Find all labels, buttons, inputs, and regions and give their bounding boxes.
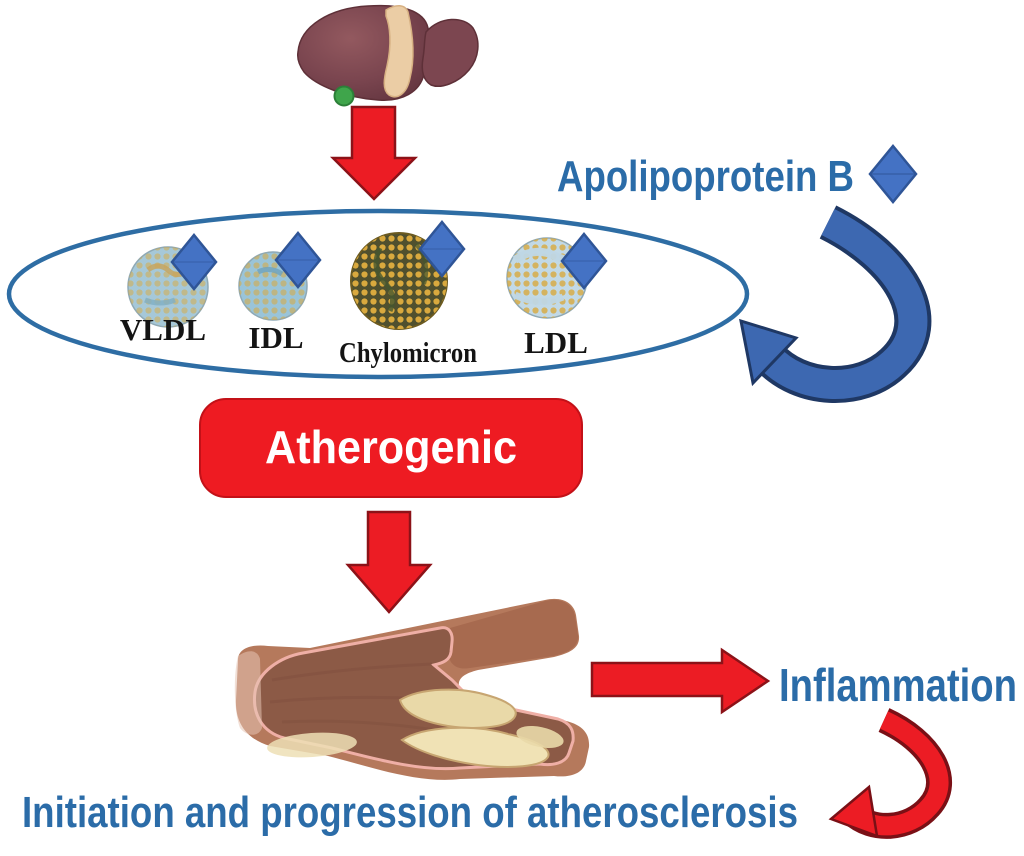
liver-icon bbox=[297, 4, 479, 107]
bottom-caption: Initiation and progression of atheroscle… bbox=[22, 788, 798, 837]
vldl-diamond-icon bbox=[170, 233, 218, 291]
vldl-label: VLDL bbox=[120, 312, 206, 347]
red-curved-arrow-icon bbox=[828, 708, 952, 839]
artery-plaque-lower bbox=[400, 726, 550, 768]
chylomicron-label: Chylomicron bbox=[339, 337, 477, 369]
artery-left-cap bbox=[234, 651, 262, 735]
artery-upper-branch bbox=[443, 599, 579, 669]
particle-chylomicron: Chylomicron bbox=[339, 220, 477, 369]
apolipoprotein-b-label: Apolipoprotein B bbox=[557, 152, 854, 201]
idl-diamond-icon bbox=[274, 231, 322, 289]
artery-plaque-upper bbox=[398, 688, 517, 729]
apob-diamond-icon bbox=[868, 144, 918, 204]
artery-plaque-left bbox=[267, 732, 357, 758]
artery-icon bbox=[234, 598, 590, 780]
liver-gallbladder bbox=[383, 5, 414, 98]
particle-idl: IDL bbox=[238, 231, 322, 355]
atherogenic-box: Atherogenic bbox=[199, 398, 583, 498]
liver-green-dot bbox=[333, 85, 355, 107]
blue-curved-arrow-icon bbox=[739, 205, 932, 403]
lipoprotein-ellipse bbox=[6, 208, 750, 380]
particle-ldl: LDL bbox=[506, 232, 608, 360]
idl-label: IDL bbox=[248, 320, 303, 355]
arrow-liver-to-lipoproteins-icon bbox=[329, 105, 419, 201]
arrow-atherogenic-to-artery-icon bbox=[345, 510, 433, 614]
ldl-diamond-icon bbox=[560, 232, 608, 290]
particle-vldl: VLDL bbox=[120, 233, 218, 347]
ldl-label: LDL bbox=[524, 325, 588, 360]
chylomicron-diamond-icon bbox=[418, 220, 466, 278]
atherogenic-label: Atherogenic bbox=[265, 421, 517, 473]
liver-right-lobe bbox=[421, 18, 479, 87]
arrow-artery-to-inflammation-icon bbox=[590, 647, 771, 715]
artery-plaque-right bbox=[516, 726, 564, 748]
inflammation-label: Inflammation bbox=[779, 659, 1017, 711]
